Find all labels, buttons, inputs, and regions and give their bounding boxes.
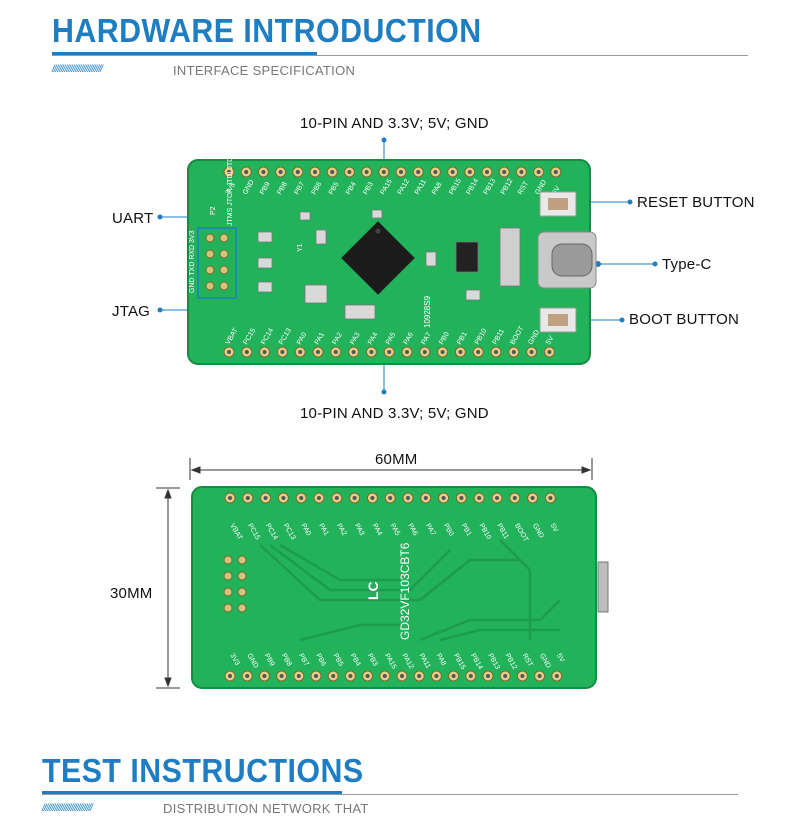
svg-text:10928S9: 10928S9 xyxy=(423,295,432,328)
divider-line xyxy=(52,55,748,56)
section-subtitle: INTERFACE SPECIFICATION xyxy=(173,63,356,78)
section-title-test: TEST INSTRUCTIONS xyxy=(42,752,364,789)
svg-text:GND TXD RXD 3V3: GND TXD RXD 3V3 xyxy=(189,230,196,293)
label-type-c: Type-C xyxy=(662,256,712,273)
label-jtag: JTAG xyxy=(112,303,151,320)
label-height-30mm: 30MM xyxy=(110,585,153,602)
svg-text:Y1: Y1 xyxy=(297,243,304,252)
hatch-decoration-2: //////////////////////////// xyxy=(42,803,93,814)
section-title-hardware: HARDWARE INTRODUCTION xyxy=(52,12,482,49)
svg-text:P2: P2 xyxy=(210,206,217,215)
pin-label: 5V xyxy=(551,185,562,196)
section-subtitle-2: DISTRIBUTION NETWORK THAT xyxy=(163,801,369,816)
label-reset-button: RESET BUTTON xyxy=(637,194,755,211)
label-width-60mm: 60MM xyxy=(372,451,421,468)
title-underline-2 xyxy=(42,791,342,794)
label-top-pins: 10-PIN AND 3.3V; 5V; GND xyxy=(300,115,489,132)
divider-line-2 xyxy=(42,794,738,795)
chip-marking: GD32VF103CBT6 xyxy=(398,542,412,640)
pin-label: 5V xyxy=(545,335,556,346)
label-boot-button: BOOT BUTTON xyxy=(629,311,739,328)
svg-text:LC: LC xyxy=(365,581,381,600)
label-bottom-pins: 10-PIN AND 3.3V; 5V; GND xyxy=(300,405,489,422)
svg-text:JTMS JTCK JTDI JTDO: JTMS JTCK JTDI JTDO xyxy=(227,151,234,226)
hatch-decoration: //////////////////////////// xyxy=(52,64,103,75)
pin-label: 5V xyxy=(549,523,560,534)
label-uart: UART xyxy=(112,210,154,227)
pin-label: 5V xyxy=(555,653,566,664)
title-underline xyxy=(52,52,317,55)
